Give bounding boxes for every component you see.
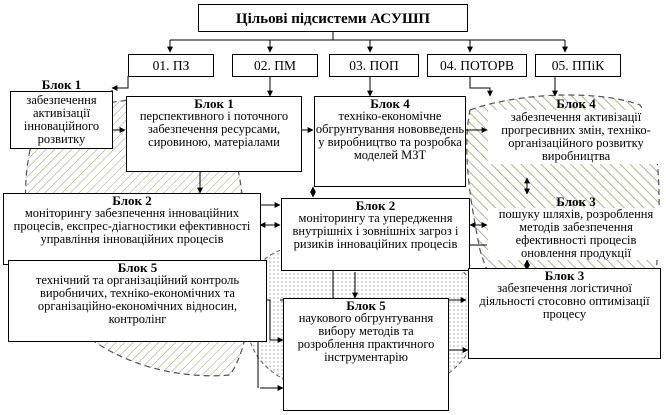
block-2-threats: Блок 2 моніторингу та упередження внутрі… [281, 198, 470, 271]
block-heading: Блок 3 [544, 268, 585, 283]
block-text: моніторингу та упередження внутрішніх і … [292, 211, 459, 251]
block-3-product-renewal: Блок 3 пошуку шляхів, розроблення методі… [488, 195, 664, 261]
block-text: моніторингу забезпечення інноваційних пр… [13, 206, 251, 246]
block-1-resources: Блок 1 перспективного і поточного забезп… [126, 96, 302, 172]
block-heading: Блок 5 [117, 260, 158, 275]
page-title: Цільові підсистеми АСУШП [198, 4, 468, 32]
block-text: наукового обгрунтування вибору методів т… [297, 311, 435, 364]
block-text: забезпечення логістичної діяльності стос… [479, 281, 650, 321]
block-text: забезпечення активізації прогресивних зм… [488, 110, 664, 164]
block-heading: Блок 2 [355, 198, 396, 213]
block-text: забезпечення активізації інноваційного р… [10, 91, 113, 149]
block-4-feasibility: Блок 4 техніко-економічне обгрунтування … [314, 96, 466, 187]
subsystem-potorv: 04. ПОТОРВ [427, 54, 527, 77]
block-1-left: Блок 1 забезпечення активізації інноваці… [10, 78, 113, 156]
block-3-logistics: Блок 3 забезпечення логістичної діяльнос… [468, 268, 661, 359]
block-4-progressive-changes: Блок 4 забезпечення активізації прогреси… [488, 97, 664, 177]
block-text: перспективного і поточного забезпечення … [139, 109, 289, 149]
subsystem-ppik: 05. ППіК [535, 54, 621, 77]
block-5-methods: Блок 5 наукового обгрунтування вибору ме… [283, 298, 449, 411]
block-text: технічний та організаційний контроль вир… [35, 273, 240, 326]
block-heading: Блок 2 [112, 193, 152, 208]
block-heading: Блок 4 [556, 97, 596, 111]
block-2-monitoring: Блок 2 моніторингу забезпечення інноваці… [3, 193, 261, 265]
block-heading: Блок 1 [41, 78, 82, 92]
block-5-control: Блок 5 технічний та організаційний контр… [8, 260, 267, 342]
block-heading: Блок 3 [556, 195, 596, 209]
block-text: пошуку шляхів, розроблення методів забез… [488, 208, 664, 260]
subsystem-pop: 03. ПОП [329, 54, 419, 77]
block-text: техніко-економічне обгрунтування нововве… [315, 109, 465, 162]
subsystem-pm: 02. ПМ [232, 54, 318, 77]
subsystem-pz: 01. ПЗ [128, 54, 214, 77]
block-heading: Блок 4 [370, 96, 410, 111]
block-heading: Блок 1 [194, 96, 234, 111]
block-heading: Блок 5 [346, 298, 386, 313]
